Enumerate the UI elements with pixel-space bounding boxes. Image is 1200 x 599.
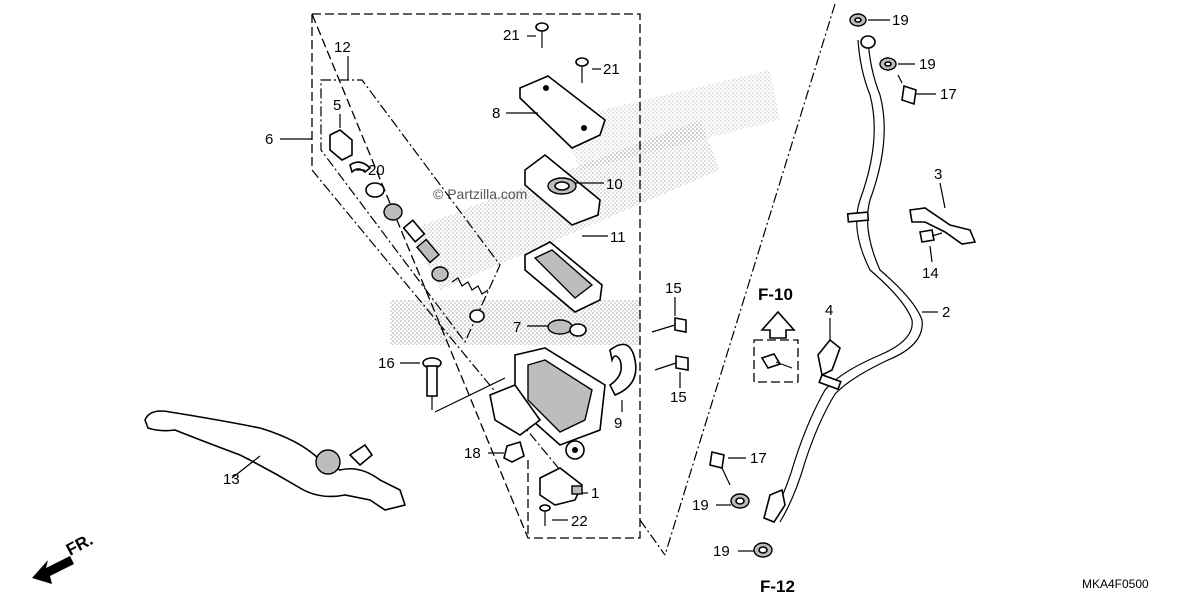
brake-lever — [144, 410, 407, 511]
callout-9: 9 — [614, 415, 622, 432]
front-direction-label: FR. — [63, 530, 96, 560]
callout-1: 1 — [591, 485, 599, 502]
callout-17b: 17 — [750, 450, 767, 467]
diaphragm-plate — [524, 153, 601, 226]
washer-19a — [849, 13, 867, 27]
callout-11: 11 — [610, 229, 626, 246]
callout-21b: 21 — [603, 61, 620, 78]
reservoir-cap — [519, 75, 606, 149]
screw-21b — [575, 57, 589, 83]
washer-19b — [879, 57, 897, 71]
callout-4: 4 — [825, 302, 833, 319]
brake-switch — [539, 467, 583, 506]
front-direction-arrow-icon — [32, 556, 74, 584]
callout-15b: 15 — [670, 389, 687, 406]
callout-6: 6 — [265, 131, 273, 148]
callout-18: 18 — [464, 445, 481, 462]
callout-14: 14 — [922, 265, 939, 282]
callout-13: 13 — [223, 471, 240, 488]
callout-5: 5 — [333, 97, 341, 114]
diaphragm — [524, 241, 603, 313]
piston-kit-frame — [320, 79, 501, 344]
holder-clamp — [608, 343, 637, 397]
callout-19a: 19 — [892, 12, 909, 29]
reference-f10: F-10 — [758, 285, 793, 304]
bolt-15b — [654, 355, 689, 371]
hose-frame-diagonal — [664, 3, 836, 556]
screw-21a — [535, 22, 549, 48]
washer-19d — [753, 542, 773, 558]
hose-clamp-4 — [817, 338, 841, 377]
f10-ref-box — [753, 339, 799, 383]
float-7 — [547, 319, 587, 337]
callout-20: 20 — [368, 162, 385, 179]
diagram-code: MKA4F0500 — [1082, 577, 1149, 591]
screw-22 — [539, 504, 551, 526]
pivot-bolt — [422, 357, 442, 410]
callout-7: 7 — [513, 319, 521, 336]
master-cylinder-body — [489, 347, 606, 460]
callout-19b: 19 — [919, 56, 936, 73]
callout-16: 16 — [378, 355, 395, 372]
hose-frame-join — [639, 519, 666, 556]
callout-19c: 19 — [692, 497, 709, 514]
bolt-15a — [651, 317, 687, 333]
callout-12: 12 — [334, 39, 351, 56]
bolt-14 — [919, 229, 943, 243]
f10-arrow-icon — [760, 310, 796, 339]
callout-15a: 15 — [665, 280, 682, 297]
callout-10: 10 — [606, 176, 623, 193]
watermark-text: © Partzilla.com — [433, 186, 527, 202]
callout-2: 2 — [942, 304, 950, 321]
brake-hose — [763, 35, 923, 523]
washer-19c — [730, 493, 750, 509]
reference-f12: F-12 — [760, 577, 795, 596]
pivot-guide-line — [434, 377, 506, 413]
banjo-bolt-17b — [709, 451, 731, 486]
hose-bracket-3 — [909, 207, 977, 245]
nut-18 — [503, 440, 525, 463]
master-cylinder-frame — [311, 13, 641, 539]
piston-kit-parts — [329, 129, 489, 323]
callout-22: 22 — [571, 513, 588, 530]
callout-19d: 19 — [713, 543, 730, 560]
banjo-bolt-17a — [897, 74, 917, 106]
callout-17a: 17 — [940, 86, 957, 103]
callout-21a: 21 — [503, 27, 520, 44]
callout-3: 3 — [934, 166, 942, 183]
callout-8: 8 — [492, 105, 500, 122]
callout-leaders — [231, 19, 946, 552]
